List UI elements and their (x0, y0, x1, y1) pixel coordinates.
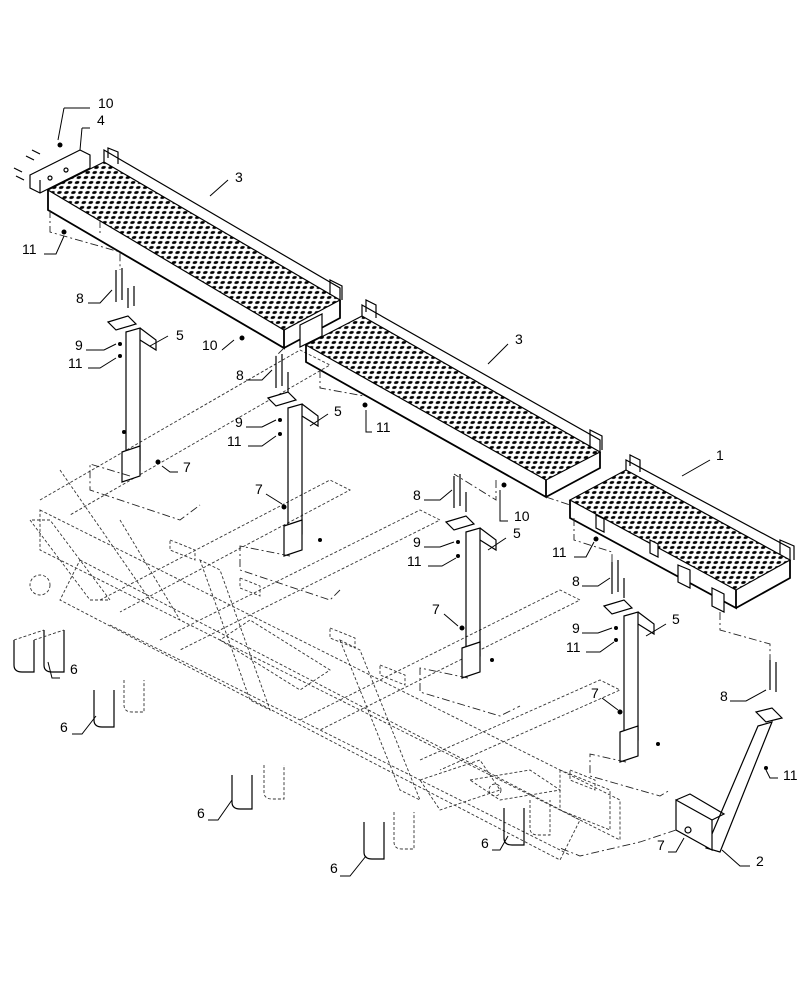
callout-c-1: 1 (716, 447, 724, 463)
callout-c-10b: 10 (202, 337, 218, 353)
callout-c-5c: 5 (513, 525, 521, 541)
callout-c-11e: 11 (552, 544, 567, 560)
callout-c-3b: 3 (515, 331, 523, 347)
support-arms (106, 315, 655, 763)
callout-c-6e: 6 (330, 860, 338, 876)
callout-c-8d: 8 (572, 573, 580, 589)
callout-c-7a: 7 (183, 459, 191, 475)
callout-c-3a: 3 (235, 169, 243, 185)
callout-c-10a: 10 (98, 95, 114, 111)
callout-c-4: 4 (97, 112, 105, 128)
callout-c-7c: 7 (432, 601, 440, 617)
callout-c-10c: 10 (514, 508, 530, 524)
callout-c-8a: 8 (76, 290, 84, 306)
callout-c-9a: 9 (75, 337, 83, 353)
callout-c-8b: 8 (236, 367, 244, 383)
callout-c-6b: 6 (60, 719, 68, 735)
callout-c-11a: 11 (22, 241, 37, 257)
callout-c-11d: 11 (227, 433, 242, 449)
hardware-dots (57, 142, 768, 770)
callout-c-9c: 9 (413, 534, 421, 550)
callout-c-11g: 11 (566, 639, 581, 655)
callout-c-9d: 9 (572, 620, 580, 636)
callout-c-5a: 5 (176, 327, 184, 343)
callout-c-6c: 6 (197, 805, 205, 821)
assembly-lines (49, 210, 771, 857)
callout-c-11c: 11 (376, 419, 391, 435)
step-platform-left (46, 147, 343, 350)
callout-c-2: 2 (756, 853, 764, 869)
callout-c-11f: 11 (407, 553, 422, 569)
step-platform-middle (304, 299, 603, 499)
callout-c-11b: 11 (68, 355, 83, 371)
callout-c-6d: 6 (481, 835, 489, 851)
leader-lines (44, 107, 778, 877)
bolt-group (115, 268, 777, 692)
callout-c-5d: 5 (672, 611, 680, 627)
callout-c-7d: 7 (591, 685, 599, 701)
callout-c-6a: 6 (70, 661, 78, 677)
callout-c-7b: 7 (255, 481, 263, 497)
callout-c-11h: 11 (783, 767, 798, 783)
brace-arm (675, 707, 784, 853)
callout-c-7e: 7 (657, 837, 665, 853)
callout-c-8c: 8 (413, 487, 421, 503)
callout-c-9b: 9 (235, 414, 243, 430)
step-platform-right (568, 454, 795, 613)
implement-frame-ghost (29, 349, 622, 861)
callout-c-5b: 5 (334, 403, 342, 419)
callout-c-8e: 8 (720, 688, 728, 704)
u-bolt-group (13, 629, 551, 860)
